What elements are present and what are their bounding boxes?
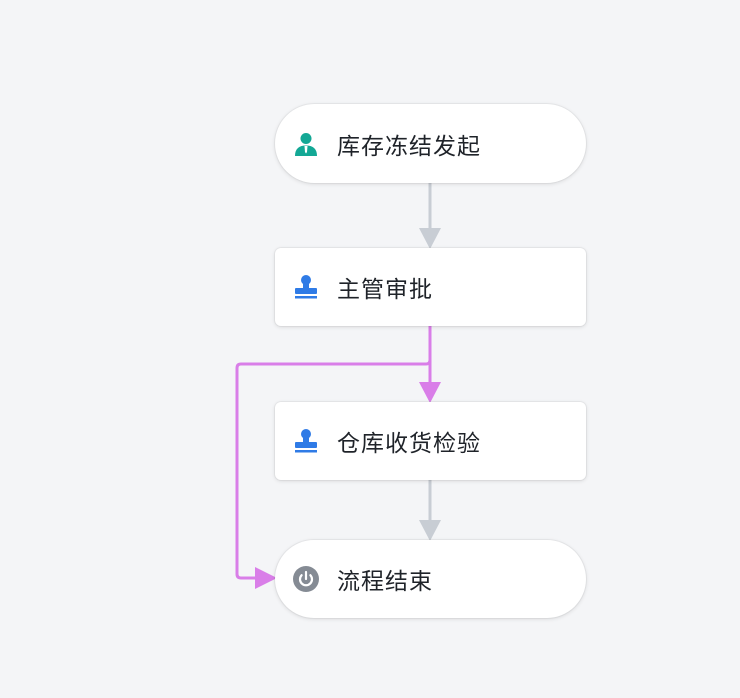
edge-start-to-manager: [419, 180, 441, 249]
node-warehouse-inspection[interactable]: 仓库收货检验: [275, 402, 586, 480]
node-label: 仓库收货检验: [337, 431, 481, 457]
power-icon: [293, 566, 319, 592]
node-manager-approval[interactable]: 主管审批: [275, 248, 586, 326]
person-icon: [293, 131, 319, 157]
node-label: 主管审批: [337, 277, 433, 303]
stamp-icon: [293, 428, 319, 454]
node-label: 流程结束: [337, 569, 433, 595]
edge-warehouse-to-end: [419, 478, 441, 541]
node-end[interactable]: 流程结束: [275, 540, 586, 618]
edge-manager-to-warehouse: [419, 324, 441, 403]
node-start[interactable]: 库存冻结发起: [275, 104, 586, 183]
node-label: 库存冻结发起: [337, 133, 481, 160]
stamp-icon: [293, 274, 319, 300]
